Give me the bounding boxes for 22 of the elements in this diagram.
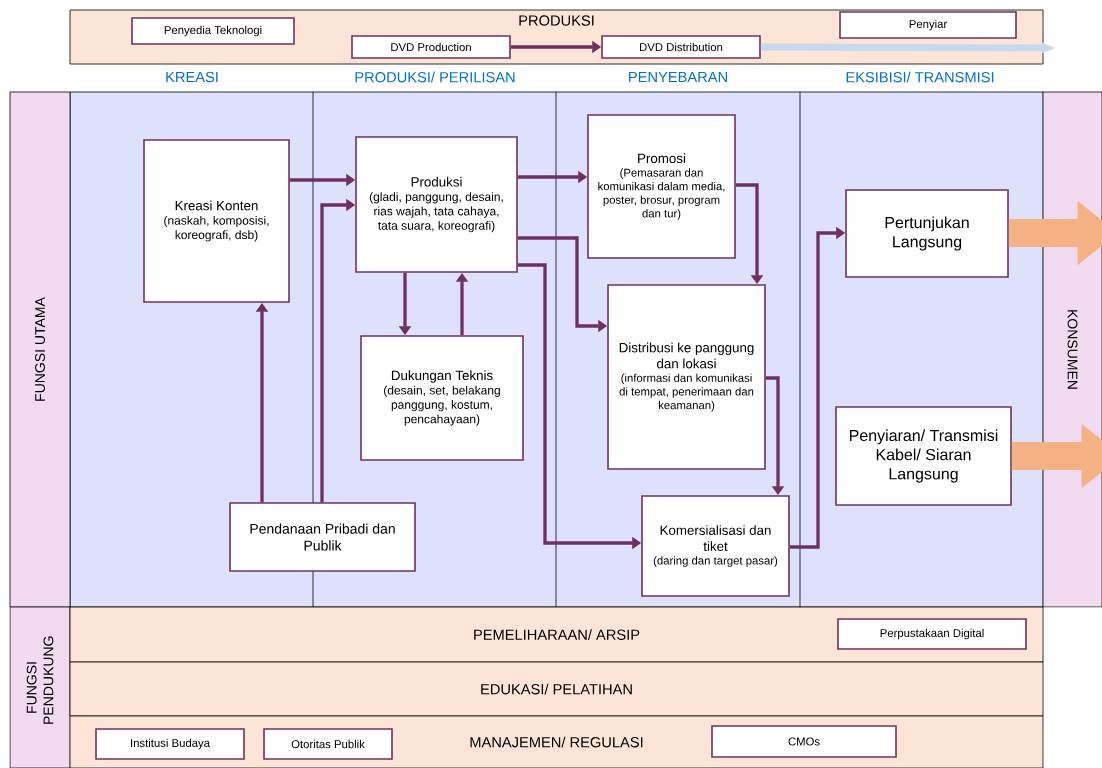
process-box: Distribusi ke panggung dan lokasi (informasi dan komunikasi di tempat, penerimaan dan keamanan) [607,284,766,470]
process-box: Pendanaan Pribadi dan Publik [229,502,416,572]
band: EDUKASI/ PELATIHAN [69,661,1044,717]
process-box: Produksi (gladi, panggung, desain, rias wajah, tata cahaya, tata suara, koreografi) [355,136,518,273]
column-label: PENYEBARAN [629,71,727,83]
actor-box: Perpustakaan Digital [837,618,1027,650]
actor-box: Penyiar [839,11,1017,39]
actor-box: CMOs [711,725,897,758]
column-label: EKSIBISI/ TRANSMISI [846,71,994,83]
process-box: DVD Distribution [601,35,761,59]
process-box: Penyiaran/ Transmisi Kabel/ Siaran Langsung [835,406,1012,506]
process-box: Promosi (Pemasaran dan komunikasi dalam media, poster, brosur, program dan tur) [587,114,736,259]
process-box: Dukungan Teknis (desain, set, belakang panggung, kostum, pencahayaan) [360,335,524,461]
actor-box: Penyedia Teknologi [131,17,295,45]
process-box: Komersialisasi dan tiket (daring dan target pasar) [641,495,790,597]
side-band: FUNGSI PENDUKUNG [9,606,71,768]
process-box: DVD Production [351,35,511,59]
process-box: Pertunjukan Langsung [845,189,1009,278]
actor-box: Institusi Budaya [95,728,245,760]
actor-box: Otoritas Publik [263,728,393,760]
process-box: Kreasi Konten (naskah, komposisi, koreografi, dsb) [143,139,290,303]
column-label: KREASI [166,71,218,83]
